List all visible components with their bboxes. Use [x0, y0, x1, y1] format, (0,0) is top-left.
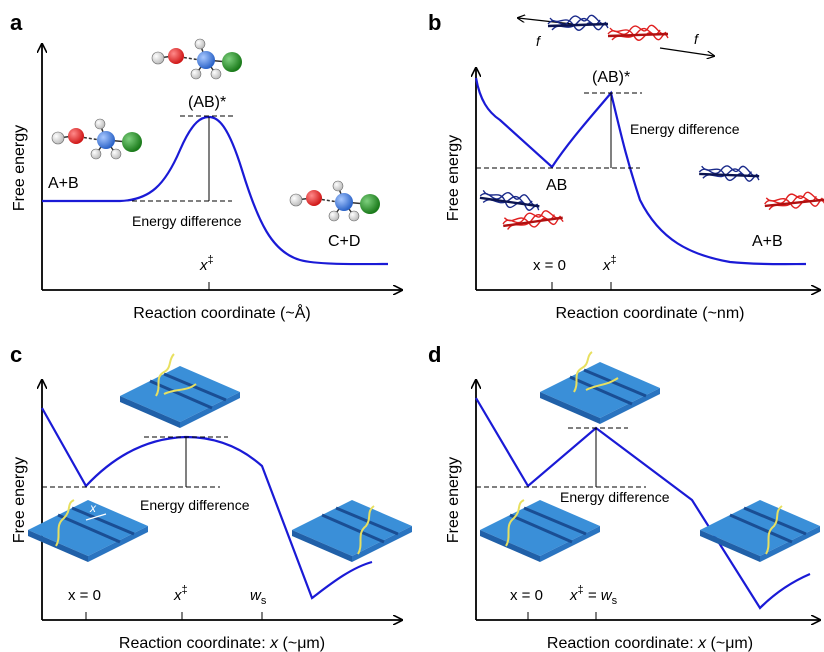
tick-b2: x‡ — [602, 254, 617, 274]
protein-red-icon — [500, 207, 565, 232]
force-left-b: f — [536, 33, 542, 49]
nanochannel-chip-icon — [478, 498, 602, 564]
inset-mark-c: x — [89, 501, 97, 515]
curve-b — [474, 77, 807, 266]
transition-label-a: (AB)* — [188, 94, 226, 111]
energy-label-c: Energy difference — [140, 497, 250, 513]
xlabel-b: Reaction coordinate (~nm) — [556, 305, 745, 322]
tick-d1: x = 0 — [510, 587, 543, 604]
state-bound-b: AB — [546, 177, 567, 194]
protein-blue-icon — [477, 186, 543, 214]
protein-red-icon — [762, 189, 824, 212]
panel-label-b: b — [428, 10, 441, 35]
curve-d — [475, 397, 811, 610]
energy-label-b: Energy difference — [630, 121, 740, 137]
tick-a: x‡ — [199, 254, 214, 274]
force-arrow-right — [659, 47, 714, 56]
panel-c: c Free energy Reaction coordinate: x (~μ… — [10, 342, 414, 652]
panel-label-a: a — [10, 10, 23, 35]
ylabel-b: Free energy — [445, 135, 462, 221]
tick-b1: x = 0 — [533, 257, 566, 274]
tick-c1: x = 0 — [68, 587, 101, 604]
ylabel-d: Free energy — [445, 457, 462, 543]
protein-blue-icon — [697, 162, 761, 184]
nanochannel-chip-icon — [538, 351, 662, 426]
nanochannel-chip-icon — [698, 498, 822, 564]
energy-label-d: Energy difference — [560, 489, 670, 505]
molecule-icon — [289, 180, 381, 222]
xlabel-a: Reaction coordinate (~Å) — [133, 303, 310, 322]
molecule-icon — [151, 38, 243, 80]
curve-c — [41, 407, 373, 600]
state-right-a: C+D — [328, 233, 360, 250]
ylabel-c: Free energy — [11, 457, 28, 543]
molecule-icon — [51, 118, 143, 160]
state-right-b: A+B — [752, 233, 783, 250]
force-right-b: f — [694, 31, 700, 47]
nanochannel-chip-icon — [118, 353, 242, 430]
panel-d: d Free energy Reaction coordinate: x (~μ… — [428, 342, 822, 652]
protein-red-icon — [606, 24, 670, 42]
xlabel-d: Reaction coordinate: x (~μm) — [547, 635, 753, 652]
panel-a: a Free energy Reaction coordinate (~Å) A… — [10, 10, 402, 322]
curve-a — [42, 115, 389, 266]
tick-c2: x‡ — [173, 584, 188, 604]
energy-label-a: Energy difference — [132, 213, 242, 229]
panel-label-c: c — [10, 342, 22, 367]
nanochannel-chip-icon — [290, 498, 414, 564]
ylabel-a: Free energy — [11, 125, 28, 211]
tick-c3: ws — [250, 587, 267, 607]
panel-b: b Free energy Reaction coordinate (~nm) … — [428, 10, 824, 322]
transition-label-b: (AB)* — [592, 69, 630, 86]
nanochannel-chip-icon: x — [26, 498, 150, 564]
xlabel-c: Reaction coordinate: x (~μm) — [119, 635, 325, 652]
panel-label-d: d — [428, 342, 441, 367]
state-left-a: A+B — [48, 175, 79, 192]
tick-d2: x‡ = ws — [569, 584, 618, 607]
force-arrow-left — [518, 18, 573, 25]
